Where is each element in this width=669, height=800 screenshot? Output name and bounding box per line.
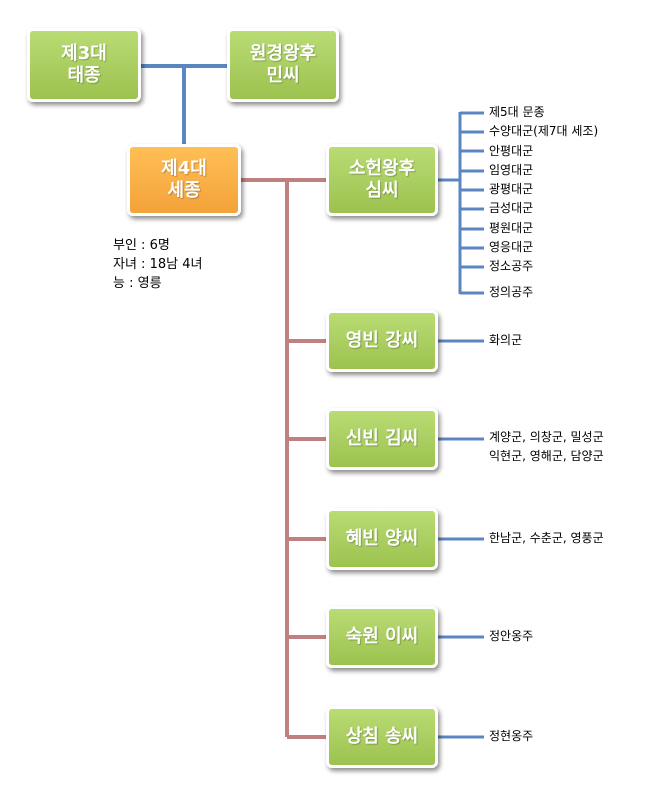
- node-text: 상침 송씨: [345, 726, 419, 747]
- node-text: 세종: [167, 180, 201, 201]
- node-text: 심씨: [365, 180, 399, 201]
- child-item: 익현군, 영해군, 담양군: [489, 449, 604, 464]
- node-sugwon: 숙원 이씨: [326, 606, 438, 668]
- children-list-soheon: 제5대 문종 수양대군(제7대 세조) 안평대군 임영대군 광평대군 금성대군 …: [489, 103, 598, 302]
- child-item: 안평대군: [489, 143, 534, 158]
- child-item: 정의공주: [489, 284, 534, 299]
- child-item: 영응대군: [489, 240, 534, 255]
- sejong-info: 부인 : 6명 자녀 : 18남 4녀 능 : 영릉: [113, 236, 202, 293]
- children-hyebin: 한남군, 수춘군, 영풍군: [489, 531, 604, 545]
- info-spouses: 부인 : 6명: [113, 238, 170, 253]
- node-text: 태종: [67, 65, 101, 86]
- node-sangchim: 상침 송씨: [326, 706, 438, 768]
- node-text: 혜빈 양씨: [345, 528, 419, 549]
- children-list-sinbin: 계양군, 의창군, 밀성군 익현군, 영해군, 담양군: [489, 428, 604, 467]
- children-sugwon: 정안옹주: [489, 629, 534, 643]
- children-sangchim: 정현옹주: [489, 729, 534, 743]
- child-item: 제5대 문종: [489, 105, 545, 119]
- child-item: 정소공주: [489, 259, 534, 274]
- info-tomb: 능 : 영릉: [113, 276, 162, 291]
- child-item: 광평대군: [489, 182, 534, 197]
- info-children: 자녀 : 18남 4녀: [113, 257, 203, 272]
- node-text: 민씨: [266, 65, 300, 86]
- node-hyebin: 혜빈 양씨: [326, 508, 438, 570]
- node-text: 제4대: [161, 158, 207, 179]
- child-item: 임영대군: [489, 162, 534, 177]
- node-text: 신빈 김씨: [345, 428, 419, 449]
- child-item: 평원대군: [489, 220, 534, 235]
- node-text: 제3대: [61, 43, 107, 64]
- child-item: 금성대군: [489, 201, 534, 216]
- children-yeongbin: 화의군: [489, 333, 523, 347]
- node-text: 원경왕후: [249, 43, 317, 64]
- node-text: 소헌왕후: [348, 158, 416, 179]
- child-item: 수양대군(제7대 세조): [489, 124, 599, 139]
- node-text: 영빈 강씨: [345, 330, 419, 351]
- children-ticks-soheon: [460, 111, 484, 295]
- node-yeongbin: 영빈 강씨: [326, 310, 438, 372]
- node-text: 숙원 이씨: [345, 626, 419, 647]
- node-sinbin: 신빈 김씨: [326, 408, 438, 470]
- child-item: 계양군, 의창군, 밀성군: [489, 430, 604, 444]
